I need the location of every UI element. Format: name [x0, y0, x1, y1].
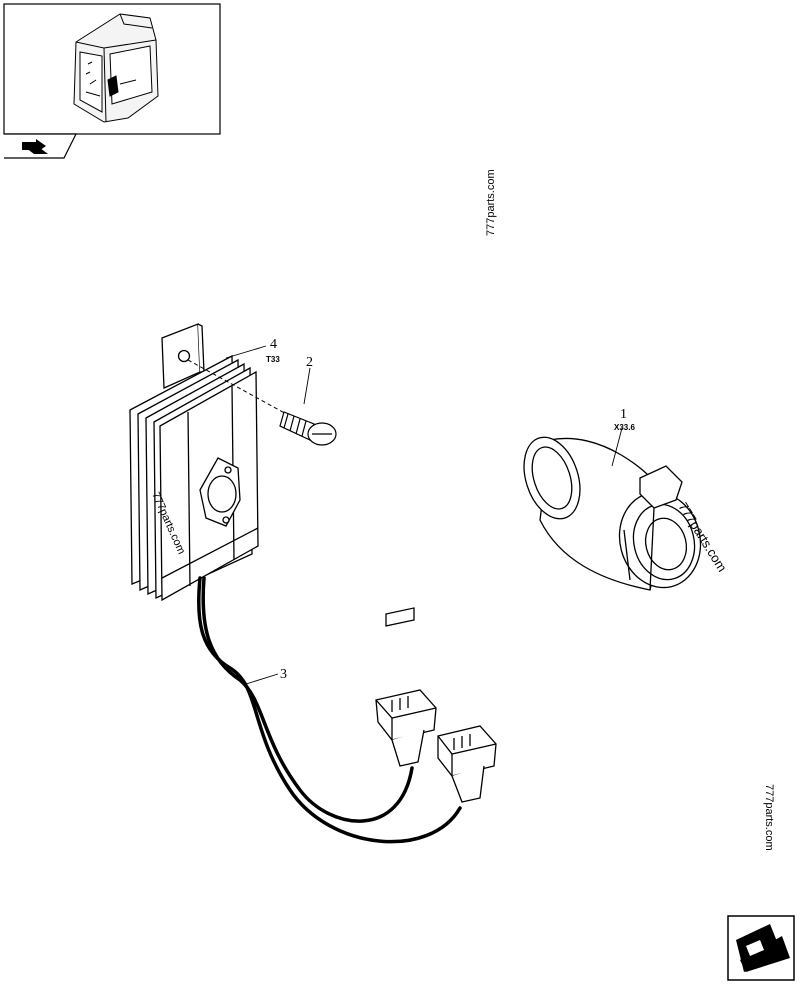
- connector-b: [437, 725, 497, 803]
- next-page-button[interactable]: [727, 915, 795, 981]
- callout-3-number: 3: [280, 667, 287, 682]
- watermark-top: 777parts.com: [485, 169, 497, 236]
- screw: [279, 411, 337, 446]
- screw-axis-line: [187, 359, 291, 417]
- connector-a: [375, 607, 437, 767]
- thumbnail-frame[interactable]: [3, 3, 221, 159]
- previous-arrow-icon[interactable]: [22, 139, 48, 154]
- callout-4-code: T33: [266, 355, 280, 364]
- callout-2-number: 2: [306, 355, 313, 370]
- callout-4-number: 4: [270, 337, 277, 352]
- watermark-bottom-right: 777parts.com: [763, 784, 775, 851]
- voltage-module: [129, 323, 259, 602]
- leader-lines: [225, 345, 623, 685]
- power-socket: [523, 436, 702, 591]
- cab-thumbnail-image: [73, 13, 159, 123]
- wiring-harness: [196, 576, 462, 844]
- callout-1-code: X33.6: [614, 423, 635, 432]
- callout-1-number: 1: [620, 407, 627, 422]
- next-arrow-icon: [736, 924, 790, 972]
